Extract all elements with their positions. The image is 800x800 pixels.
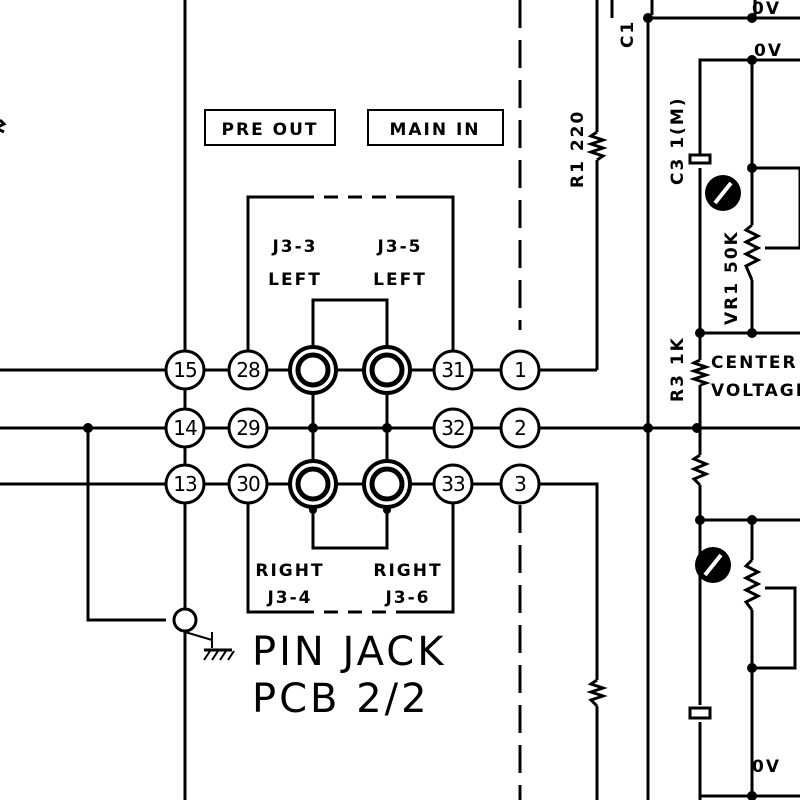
- jack-j3-5: [362, 345, 412, 395]
- pin-jacks: [288, 345, 412, 509]
- svg-text:3: 3: [514, 472, 526, 496]
- terminal-nodes: 15 28 31 1 14 29 32 2 13 30 33 3: [164, 349, 541, 505]
- node-31: 31: [432, 349, 474, 391]
- svg-text:30: 30: [236, 472, 260, 496]
- svg-text:32: 32: [441, 416, 464, 440]
- svg-text:2: 2: [514, 416, 526, 440]
- svg-text:29: 29: [236, 416, 260, 440]
- svg-text:31: 31: [441, 358, 464, 382]
- ground-icon: [184, 631, 235, 661]
- c3-label: C3 1(M): [668, 96, 688, 185]
- j3-5-side: LEFT: [373, 270, 427, 290]
- voltage-label: VOLTAGE: [711, 381, 800, 401]
- svg-text:13: 13: [173, 472, 197, 496]
- jack-j3-4: [288, 459, 338, 509]
- resistor: [690, 453, 710, 487]
- pre-out-label: PRE OUT: [222, 120, 319, 140]
- zero-v-label: 0V: [752, 0, 781, 19]
- r1-resistor: [586, 130, 608, 162]
- j3-6-label: J3-6: [384, 588, 430, 608]
- svg-text:33: 33: [441, 472, 465, 496]
- zero-v-label: 0V: [752, 757, 781, 777]
- j3-4-side: RIGHT: [255, 561, 324, 581]
- svg-text:28: 28: [236, 358, 260, 382]
- c1-label: C1: [618, 20, 638, 48]
- main-in-box: [367, 109, 504, 146]
- trimmer-icons: [695, 175, 741, 583]
- node-30: 30: [227, 463, 269, 505]
- variable-resistor: [742, 558, 762, 611]
- j3-5-label: J3-5: [376, 237, 422, 257]
- resistors: [0, 118, 762, 708]
- jack-j3-6: [362, 459, 412, 509]
- svg-text:14: 14: [173, 416, 197, 440]
- node-14: 14: [164, 407, 206, 449]
- pcb-title-line1: PIN JACK: [252, 629, 446, 675]
- main-in-label: MAIN IN: [389, 120, 480, 140]
- svg-text:15: 15: [173, 358, 196, 382]
- resistor: [586, 678, 608, 708]
- r3-resistor: [689, 358, 711, 387]
- node-28: 28: [227, 349, 269, 391]
- jack-j3-3: [288, 345, 338, 395]
- r3-label: R3 1K: [668, 336, 688, 402]
- node-32: 32: [432, 407, 474, 449]
- node-15: 15: [164, 349, 206, 391]
- node-2: 2: [499, 407, 541, 449]
- node-29: 29: [227, 407, 269, 449]
- node-33: 33: [432, 463, 474, 505]
- svg-text:1: 1: [514, 358, 526, 382]
- zero-v-label: 0V: [754, 41, 783, 61]
- node-3: 3: [499, 463, 541, 505]
- node-1: 1: [499, 349, 541, 391]
- r1-label: R1 220: [568, 110, 588, 188]
- j3-4-label: J3-4: [266, 588, 312, 608]
- ground-terminal: [172, 607, 198, 633]
- center-label: CENTER: [711, 353, 798, 373]
- vr1-label: VR1 50K: [722, 230, 742, 325]
- pcb-title-line2: PCB 2/2: [252, 676, 430, 722]
- node-13: 13: [164, 463, 206, 505]
- vr1-resistor: [742, 223, 762, 281]
- junction-dots: [83, 13, 757, 800]
- capacitors: [688, 153, 712, 720]
- labels: PRE OUT MAIN IN J3-3 LEFT J3-5 LEFT RIGH…: [204, 0, 800, 777]
- pre-out-box: [204, 109, 336, 146]
- resistor: [0, 118, 7, 134]
- j3-6-side: RIGHT: [373, 561, 442, 581]
- j3-3-label: J3-3: [271, 237, 317, 257]
- j3-3-side: LEFT: [268, 270, 322, 290]
